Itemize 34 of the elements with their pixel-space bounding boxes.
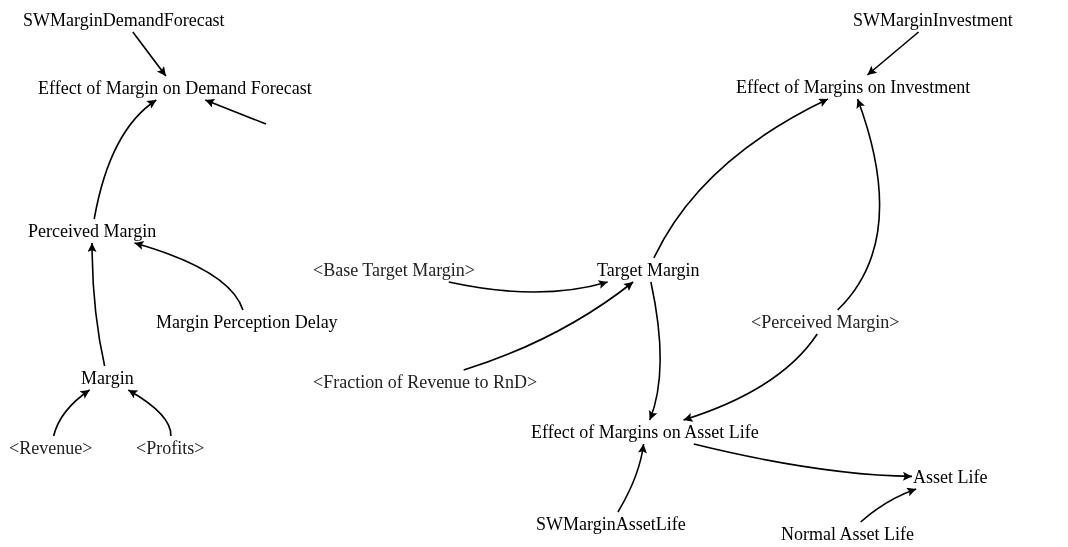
shadow-variable-label: <Fraction of Revenue to RnD> (312, 372, 539, 392)
arrow (836, 98, 881, 311)
arrow (52, 389, 91, 437)
arrow (648, 281, 661, 421)
arrow (866, 31, 920, 76)
variable-label: Effect of Margins on Asset Life (530, 422, 760, 442)
variable-label: SWMarginDemandForecast (22, 10, 226, 30)
arrow (653, 98, 829, 259)
arrow (87, 242, 106, 367)
variable-label: Perceived Margin (27, 221, 158, 241)
shadow-variable-label: <Revenue> (8, 438, 94, 458)
arrow (132, 31, 167, 77)
arrow (682, 333, 819, 422)
variable-label: Margin Perception Delay (155, 312, 339, 332)
variable-label: Target Margin (596, 260, 701, 280)
variable-label: Normal Asset Life (780, 524, 915, 544)
variable-label: Effect of Margin on Demand Forecast (37, 78, 313, 98)
arrow (447, 279, 609, 293)
variable-label: SWMarginAssetLife (535, 514, 687, 534)
variable-label: Margin (80, 368, 135, 388)
variable-label: Asset Life (912, 467, 989, 487)
arrow (133, 241, 244, 311)
shadow-variable-label: <Base Target Margin> (312, 260, 477, 280)
variable-label: SWMarginInvestment (852, 10, 1014, 30)
arrow (204, 99, 267, 125)
arrow (127, 389, 172, 437)
arrow (93, 99, 158, 220)
variable-label: Effect of Margins on Investment (735, 77, 972, 97)
arrow (692, 443, 913, 481)
arrow (617, 443, 647, 513)
shadow-variable-label: <Profits> (135, 438, 206, 458)
shadow-variable-label: <Perceived Margin> (750, 312, 901, 332)
arrow (462, 281, 634, 371)
arrow (859, 487, 917, 523)
